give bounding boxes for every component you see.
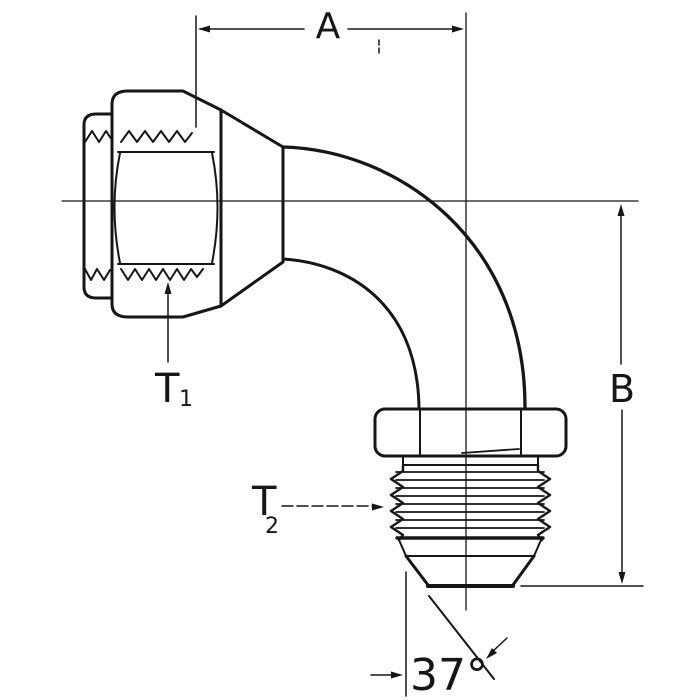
t2-arrowhead [372,503,384,511]
nut-facet-arc-right [211,152,219,264]
centerlines [61,12,639,611]
elbow-body [281,145,527,409]
dim-a-arrowhead-right [452,25,464,33]
dim-a-arrowhead-left [198,25,210,33]
thread-edge-right [536,463,552,542]
angle-arrowhead-diagonal [486,648,497,659]
elbow-inner-curve [281,257,421,409]
angle-label: 37° [410,650,488,700]
dim-b-arrowhead-bottom [618,572,626,584]
swivel-nut [82,89,223,319]
angle-37: 37° [370,571,508,700]
nose-band-right [533,539,542,557]
leader-t1: T 1 [154,282,193,412]
nose-chamfer-right [511,554,536,587]
leader-t2: T 2 [251,479,384,539]
thread-crest-lines [395,471,545,529]
nut-body [110,89,223,319]
elbow-outer-curve [281,145,527,409]
t1-subscript: 1 [179,387,193,412]
dim-a-label: A [316,6,341,47]
male-hex-chamfer [461,448,520,454]
nut-knurl-top [84,130,193,143]
angle-reference-line [428,595,495,680]
angle-arrowhead-horizontal [391,671,403,679]
male-thread [389,455,552,542]
t2-label: T [251,479,277,525]
angle-leader-tail [491,637,508,653]
dim-b-label: B [609,367,635,411]
dim-b: B [520,204,644,587]
flare-nose [398,539,542,588]
thread-edge-left [389,463,405,542]
nut-facet-arc-left [113,152,121,264]
nose-band-left [398,539,407,557]
male-hex-body [373,407,568,458]
flare-cone [219,108,285,308]
nut-knurl-bottom [84,268,204,281]
t1-arrowhead [164,282,172,294]
t2-subscript: 2 [265,514,279,539]
dim-a: A [195,6,464,128]
nose-chamfer-left [404,554,430,587]
t1-label: T [154,366,180,412]
male-hex [373,407,568,458]
nut-end-cap [82,112,114,300]
cone-top-edge [219,108,285,149]
cone-bottom-edge [219,260,285,308]
